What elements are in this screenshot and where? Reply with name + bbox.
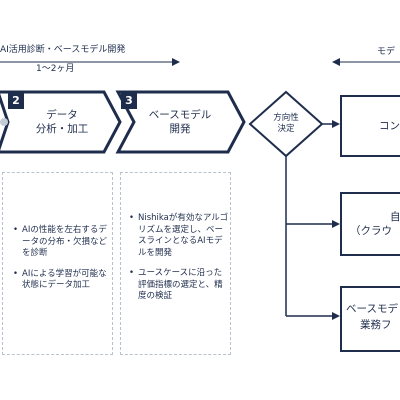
- decision-label-line2: 決定: [277, 124, 295, 134]
- arrowhead-outcome-3: [332, 312, 340, 320]
- outcome-1-text: コン: [379, 120, 400, 132]
- step-2-number: 2: [8, 93, 24, 109]
- step-2-label-line2: 分析・加工: [35, 123, 89, 135]
- step-2-details-list: AIの性能を左右するデータの分布・欠損などを診断 AIによる学習が可能な状態にデ…: [13, 225, 109, 301]
- step-chevrons: [0, 90, 246, 154]
- decision-label: 方向性 決定: [256, 113, 316, 135]
- step-3-details-panel: Nishikaが有効なアルゴリズムを選定し、ベースラインとなるAIモデルを開発 …: [120, 172, 231, 355]
- step-3-detail-item: ユースケースに沿った評価指標の選定と、精度の検証: [129, 268, 229, 303]
- outcome-3-line2: 業務フ: [360, 319, 392, 331]
- outcome-3-line1: ベースモデ: [346, 303, 398, 315]
- outcome-box-1: コン: [340, 95, 400, 157]
- outcome-2-line2: （クラウ: [350, 225, 392, 237]
- step-3-label-line1: ベースモデル: [148, 109, 212, 121]
- phase-left-arrowhead: [172, 58, 180, 66]
- step-2-label-line1: データ: [46, 109, 78, 121]
- arrowhead-outcome-2: [332, 220, 340, 228]
- step-3-label: ベースモデル 開発: [132, 108, 228, 136]
- outcome-box-2: 自 （クラウ: [340, 192, 400, 256]
- phase-arrows: [0, 58, 400, 66]
- phase-right-arrowhead: [332, 58, 340, 66]
- outcome-box-3: ベースモデ 業務フ: [340, 286, 400, 352]
- decision-flow: [248, 90, 340, 320]
- step-2-label: データ 分析・加工: [22, 108, 102, 136]
- step-3-details-list: Nishikaが有効なアルゴリズムを選定し、ベースラインとなるAIモデルを開発 …: [129, 213, 229, 312]
- step-3-detail-item: Nishikaが有効なアルゴリズムを選定し、ベースラインとなるAIモデルを開発: [129, 213, 229, 259]
- step-2-details-panel: AIの性能を左右するデータの分布・欠損などを診断 AIによる学習が可能な状態にデ…: [2, 172, 113, 355]
- decision-label-line1: 方向性: [273, 113, 299, 123]
- phase-left-duration: 1〜2ヶ月: [36, 64, 75, 74]
- step-2-detail-item: AIによる学習が可能な状態にデータ加工: [13, 269, 109, 292]
- outcome-2-line1: 自: [390, 211, 400, 223]
- phase-right-title: モデ: [377, 47, 396, 57]
- arrowhead-outcome-1: [332, 120, 340, 128]
- phase-left-title: AI活用診断・ベースモデル開発: [0, 45, 126, 55]
- step-3-number: 3: [121, 93, 137, 109]
- step-2-detail-item: AIの性能を左右するデータの分布・欠損などを診断: [13, 225, 109, 260]
- step-3-label-line2: 開発: [169, 123, 191, 135]
- step-2-marker-icon: [0, 118, 8, 126]
- step-3-chevron: [115, 90, 246, 154]
